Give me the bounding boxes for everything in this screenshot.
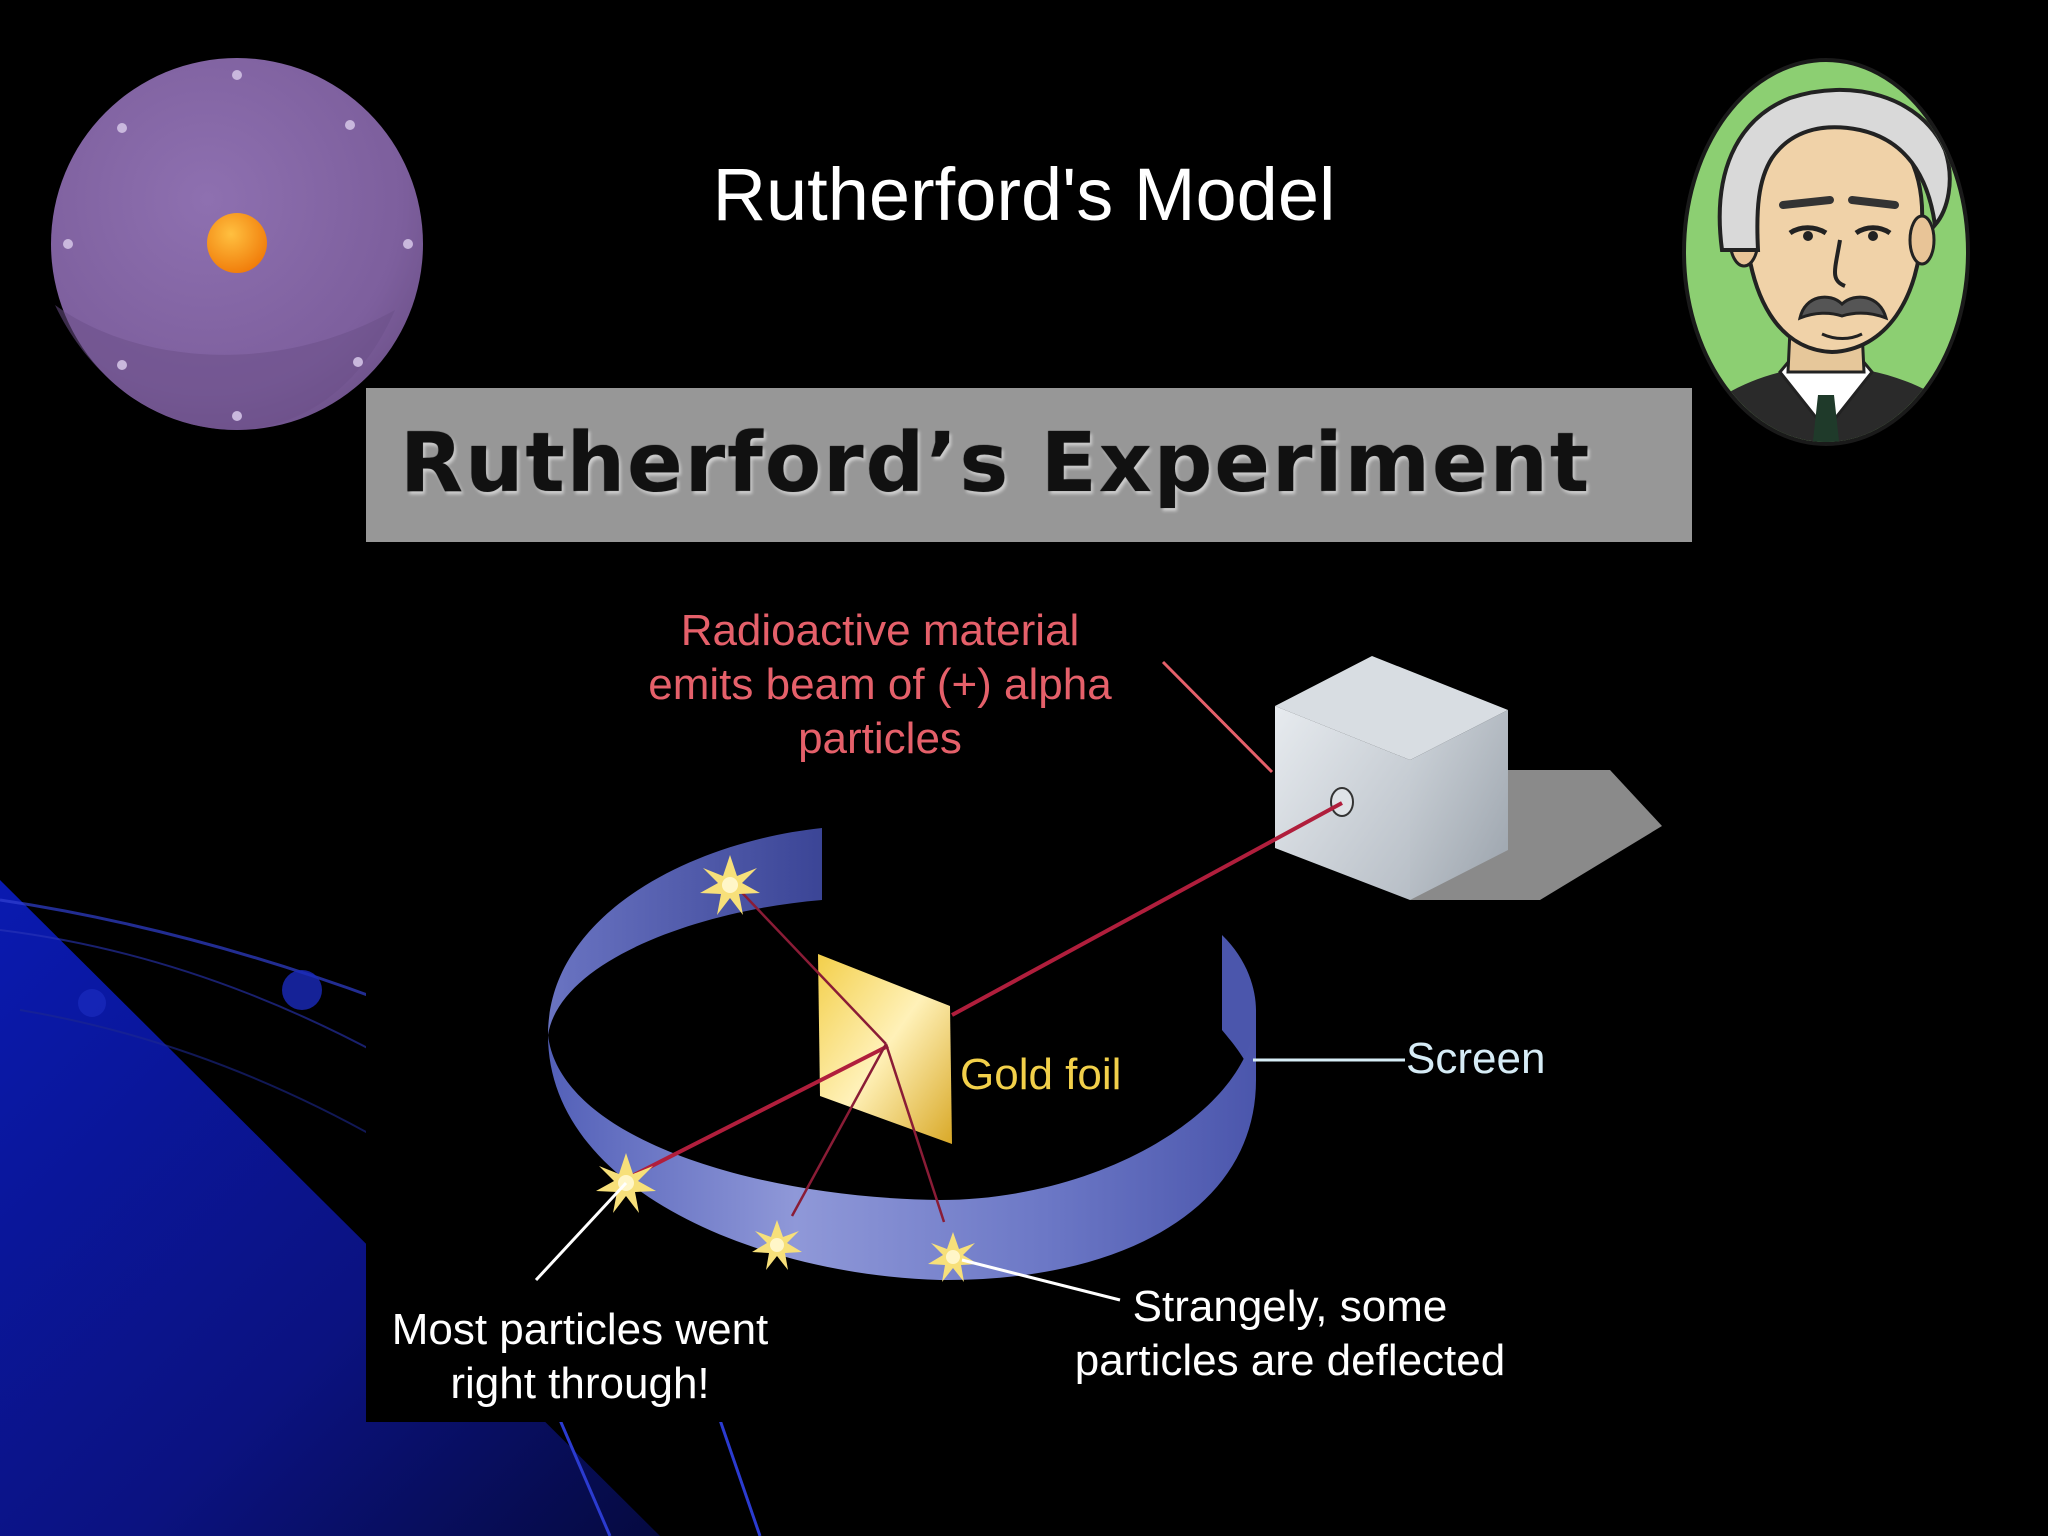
source-label: Radioactive material emits beam of (+) a… [620, 604, 1140, 766]
pass-through-label-line: right through! [450, 1359, 710, 1408]
banner-title: Rutherford’s Experiment [400, 416, 1592, 511]
slide-title: Rutherford's Model [712, 153, 1336, 236]
deflected-label: Strangely, some particles are deflected [1055, 1280, 1525, 1388]
screen-label: Screen [1406, 1034, 1546, 1083]
screen-ring-back [548, 828, 822, 1035]
deflected-beam [729, 879, 887, 1045]
screen-ring [548, 1010, 1256, 1281]
scintillation-flash-icon [928, 1232, 978, 1282]
scintillation-flash-icon [752, 1220, 802, 1270]
source-box-side [1410, 710, 1508, 900]
deflected-label-line: Strangely, some [1132, 1282, 1448, 1331]
pass-through-label: Most particles went right through! [370, 1303, 790, 1411]
source-label-line: emits beam of (+) alpha [648, 660, 1112, 709]
deflected-beam [790, 1043, 888, 1217]
source-label-line: Radioactive material [680, 606, 1080, 655]
scintillation-flash-icon [700, 855, 760, 915]
pass-through-label-line: Most particles went [391, 1305, 769, 1354]
experiment-banner: Rutherford’s Experiment [366, 388, 1692, 542]
gold-foil-label: Gold foil [960, 1050, 1122, 1099]
source-box-top [1275, 656, 1508, 760]
pass-through-beam [627, 1044, 889, 1180]
diagram-panel [366, 542, 1692, 1422]
source-label-line: particles [798, 714, 962, 763]
deflected-beam [884, 1043, 946, 1223]
deflected-label-line: particles are deflected [1074, 1336, 1506, 1385]
alpha-beam [951, 801, 1343, 1017]
source-aperture [1330, 787, 1354, 817]
